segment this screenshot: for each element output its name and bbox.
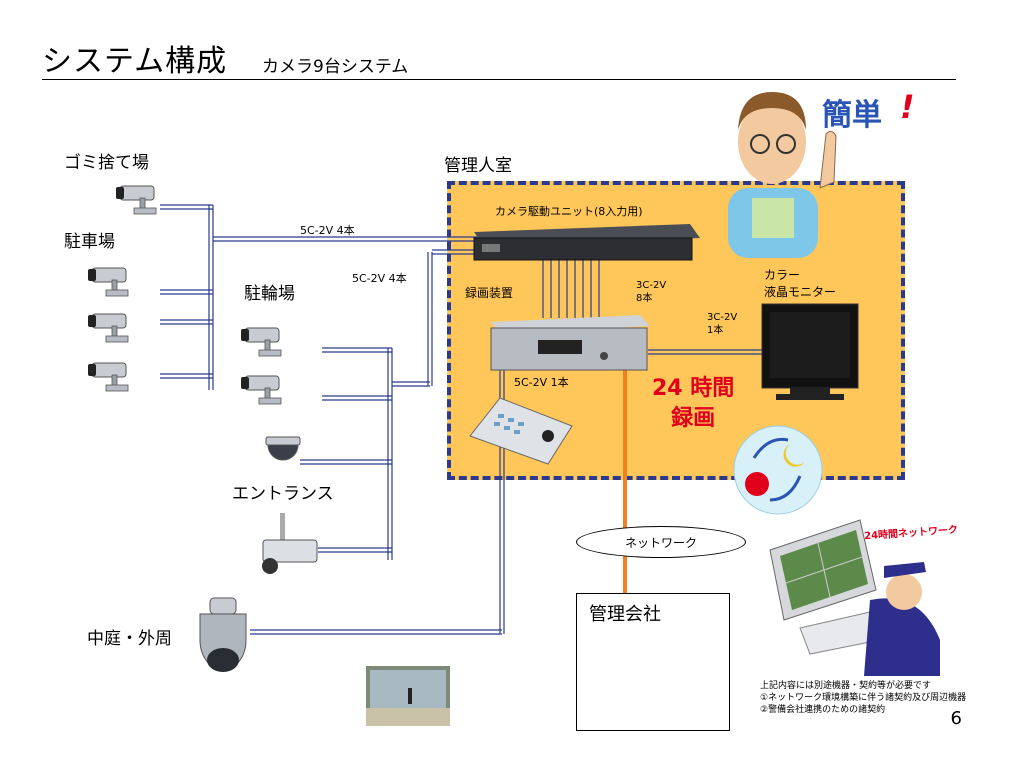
lcd-monitor: [761, 303, 859, 400]
dome-camera: [265, 436, 301, 461]
recorder-device: [490, 315, 650, 371]
title-divider: [42, 79, 956, 80]
presenter-illustration: [728, 92, 837, 258]
page-subtitle: カメラ9台システム: [262, 57, 409, 77]
cable-label-unit-line1: 3C-2V: [636, 280, 667, 291]
callout-easy: 簡単: [822, 98, 882, 133]
camera-garbage-1: [115, 185, 157, 215]
label-parking: 駐車場: [64, 232, 115, 252]
label-monitor-line1: カラー: [764, 268, 801, 282]
cable-label-monitor: 3C-2V 1本: [707, 311, 737, 337]
label-control-room: 管理人室: [444, 156, 512, 176]
cable-lines: [160, 204, 770, 635]
cable-label-courtyard: 5C-2V 1本: [514, 376, 569, 389]
label-24h-line1: 24 時間: [652, 376, 735, 401]
camera-driver-unit: [473, 224, 700, 261]
camera-bicycle-2: [240, 375, 282, 405]
camera-parking-2: [87, 313, 129, 343]
label-24h-line2: 録画: [671, 406, 716, 431]
label-driver-unit: カメラ駆動ユニット(8入力用): [495, 205, 643, 218]
label-courtyard: 中庭・外周: [87, 629, 172, 649]
keyboard-controller: [469, 397, 573, 465]
notes-block: 上記内容には別途機器・契約等が必要です ①ネットワーク環境構築に伴う諸契約及び周…: [760, 680, 966, 716]
cable-label-parking: 5C-2V 4本: [300, 224, 355, 237]
note-line-3: ②警備会社連携のための諸契約: [760, 705, 886, 715]
label-bicycle-parking: 駐輪場: [244, 284, 295, 304]
lobby-photo: [366, 666, 450, 726]
cable-label-monitor-line1: 3C-2V: [707, 312, 738, 323]
day-night-icon: [733, 425, 823, 515]
label-monitor-line2: 液晶モニター: [764, 285, 837, 299]
note-line-2: ①ネットワーク環境構築に伴う諸契約及び周辺機器: [760, 693, 967, 703]
callout-exclamation: !: [900, 88, 915, 126]
label-management-company: 管理会社: [589, 604, 661, 625]
page-title: システム構成: [42, 44, 228, 79]
cable-label-unit: 3C-2V 8本: [636, 279, 666, 305]
camera-parking-3: [87, 362, 129, 392]
network-bubble: ネットワーク: [576, 526, 746, 558]
security-guard-illustration: [769, 519, 940, 676]
camera-bicycle-1: [240, 327, 282, 357]
label-monitor: カラー 液晶モニター: [764, 267, 836, 301]
label-entrance: エントランス: [232, 484, 334, 504]
label-recorder: 録画装置: [465, 286, 514, 300]
cable-label-bicycle: 5C-2V 4本: [352, 272, 407, 285]
box-camera: [262, 513, 318, 574]
management-company-box: 管理会社: [576, 593, 730, 731]
cable-label-monitor-line2: 1本: [707, 325, 724, 336]
label-garbage-area: ゴミ捨て場: [64, 153, 149, 173]
camera-parking-1: [87, 267, 129, 297]
cable-label-unit-line2: 8本: [636, 293, 653, 304]
label-24h-recording: 24 時間 録画: [652, 374, 734, 434]
note-line-1: 上記内容には別途機器・契約等が必要です: [760, 681, 932, 691]
ptz-camera: [199, 597, 247, 672]
page-number: 6: [950, 708, 962, 729]
